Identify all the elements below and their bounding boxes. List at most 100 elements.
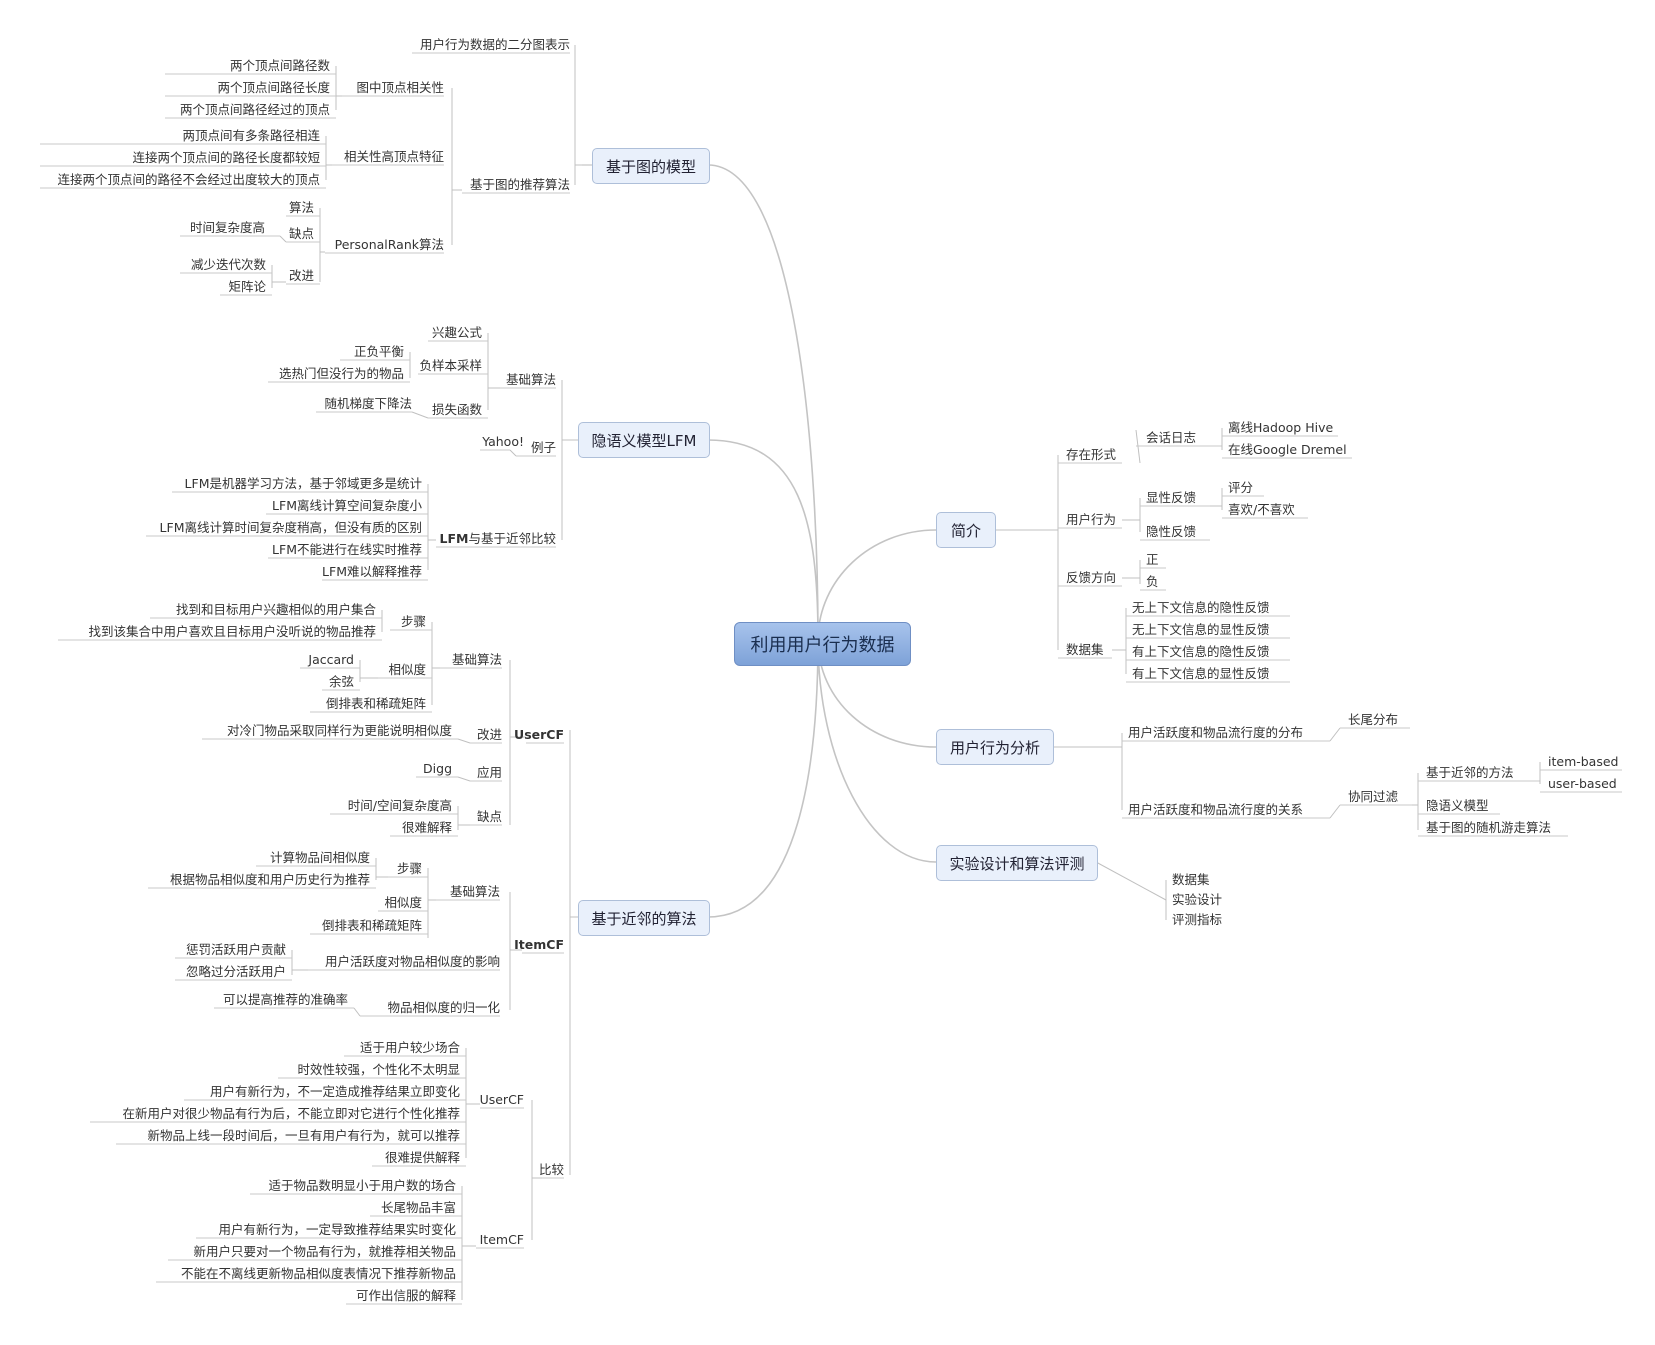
branch-neighbor[interactable]: 基于近邻的算法 [578,900,710,936]
experiment-item[interactable]: 数据集 [1172,872,1210,887]
compare-usercf[interactable]: UserCF [479,1092,524,1107]
analysis-dist-item[interactable]: 长尾分布 [1348,712,1399,727]
analysis-cf[interactable]: 协同过滤 [1348,789,1399,804]
intro-dataset[interactable]: 数据集 [1066,642,1104,657]
compare-usercf-item[interactable]: 很难提供解释 [384,1150,460,1165]
pr-cons[interactable]: 缺点 [288,226,314,241]
compare-usercf-item[interactable]: 新物品上线一段时间后，一旦有用户有行为，就可以推荐 [147,1128,460,1143]
lfm-example[interactable]: 例子 [530,440,556,455]
compare-itemcf[interactable]: ItemCF [479,1232,524,1247]
root-topic[interactable]: 利用用户行为数据 [734,622,911,666]
usercf-sim[interactable]: 相似度 [388,662,426,677]
intro-direction-item[interactable]: 正 [1146,552,1159,567]
usercf-cons-item[interactable]: 很难解释 [401,820,452,835]
usercf-apply-item[interactable]: Digg [423,761,452,776]
intro-explicit-item[interactable]: 评分 [1228,480,1254,495]
analysis-dist[interactable]: 用户活跃度和物品流行度的分布 [1128,725,1304,740]
usercf-basic[interactable]: 基础算法 [451,652,502,667]
lfm-formula[interactable]: 兴趣公式 [431,325,482,340]
analysis-randomwalk[interactable]: 基于图的随机游走算法 [1426,820,1552,835]
itemcf-basic[interactable]: 基础算法 [449,884,500,899]
pr-cons-item[interactable]: 时间复杂度高 [189,220,265,235]
intro-dataset-item[interactable]: 有上下文信息的显性反馈 [1132,666,1270,681]
compare-usercf-item[interactable]: 适于用户较少场合 [359,1040,460,1055]
itemcf-norm-item[interactable]: 可以提高推荐的准确率 [222,992,348,1007]
branch-graph-model[interactable]: 基于图的模型 [592,148,710,184]
graph-algo[interactable]: 基于图的推荐算法 [469,177,570,192]
usercf-step-item[interactable]: 找到和目标用户兴趣相似的用户集合 [175,602,376,617]
pr-improve-item[interactable]: 减少迭代次数 [190,257,266,272]
graph-relevance-item[interactable]: 两个顶点间路径长度 [217,80,330,95]
usercf-step-item[interactable]: 找到该集合中用户喜欢且目标用户没听说的物品推荐 [88,624,376,639]
lfm-neg-item[interactable]: 正负平衡 [353,344,404,359]
intro-direction-item[interactable]: 负 [1146,574,1159,589]
itemcf-inverted[interactable]: 倒排表和稀疏矩阵 [321,918,422,933]
graph-bipartite[interactable]: 用户行为数据的二分图表示 [419,37,570,52]
lfm-compare-item[interactable]: LFM离线计算空间复杂度小 [272,498,422,513]
usercf-apply[interactable]: 应用 [476,765,502,780]
itemcf-activity-item[interactable]: 惩罚活跃用户贡献 [185,942,286,957]
lfm-example-item[interactable]: Yahoo! [482,434,524,449]
graph-feature-item[interactable]: 连接两个顶点间的路径不会经过出度较大的顶点 [57,172,320,187]
compare-itemcf-item[interactable]: 适于物品数明显小于用户数的场合 [268,1178,456,1193]
graph-personalrank[interactable]: PersonalRank算法 [334,237,444,252]
graph-feature-item[interactable]: 连接两个顶点间的路径长度都较短 [132,150,320,165]
experiment-item[interactable]: 评测指标 [1172,912,1223,927]
intro-storage[interactable]: 存在形式 [1066,447,1117,462]
compare-title[interactable]: 比较 [538,1162,564,1177]
lfm-compare-item[interactable]: LFM难以解释推荐 [322,564,422,579]
intro-session[interactable]: 会话日志 [1146,430,1197,445]
itemcf-activity[interactable]: 用户活跃度对物品相似度的影响 [324,954,500,969]
analysis-rel[interactable]: 用户活跃度和物品流行度的关系 [1128,802,1304,817]
lfm-compare-item[interactable]: LFM离线计算时间复杂度稍高，但没有质的区别 [159,520,422,535]
itemcf-step-item[interactable]: 计算物品间相似度 [269,850,370,865]
usercf-steps[interactable]: 步骤 [400,614,426,629]
intro-explicit-item[interactable]: 喜欢/不喜欢 [1228,502,1295,517]
lfm-neg-item[interactable]: 选热门但没行为的物品 [278,366,404,381]
usercf-title[interactable]: UserCF [514,727,564,742]
analysis-neighbor-item[interactable]: item-based [1548,754,1619,769]
pr-improve[interactable]: 改进 [288,268,314,283]
lfm-basic[interactable]: 基础算法 [505,372,556,387]
branch-experiment[interactable]: 实验设计和算法评测 [936,845,1098,881]
graph-relevance-item[interactable]: 两个顶点间路径经过的顶点 [179,102,330,117]
intro-session-item[interactable]: 在线Google Dremel [1228,442,1347,457]
pr-algo[interactable]: 算法 [288,200,314,215]
usercf-inverted[interactable]: 倒排表和稀疏矩阵 [325,696,426,711]
compare-itemcf-item[interactable]: 用户有新行为，一定导致推荐结果实时变化 [218,1222,456,1237]
intro-session-item[interactable]: 离线Hadoop Hive [1228,420,1334,435]
pr-improve-item[interactable]: 矩阵论 [228,279,266,294]
compare-usercf-item[interactable]: 用户有新行为，不一定造成推荐结果立即变化 [209,1084,460,1099]
intro-implicit[interactable]: 隐性反馈 [1146,524,1197,539]
usercf-cons[interactable]: 缺点 [476,809,502,824]
usercf-sim-item[interactable]: 余弦 [328,674,354,689]
lfm-compare[interactable]: LFM与基于近邻比较 [440,531,556,547]
itemcf-title[interactable]: ItemCF [514,937,564,952]
itemcf-steps[interactable]: 步骤 [396,861,422,876]
usercf-improve[interactable]: 改进 [476,727,502,742]
branch-analysis[interactable]: 用户行为分析 [936,729,1054,765]
analysis-latent[interactable]: 隐语义模型 [1426,798,1489,813]
compare-itemcf-item[interactable]: 新用户只要对一个物品有行为，就推荐相关物品 [193,1244,456,1259]
itemcf-step-item[interactable]: 根据物品相似度和用户历史行为推荐 [169,872,370,887]
intro-behavior[interactable]: 用户行为 [1066,512,1117,527]
intro-direction[interactable]: 反馈方向 [1066,570,1117,585]
compare-itemcf-item[interactable]: 可作出信服的解释 [355,1288,456,1303]
graph-relevance-item[interactable]: 两个顶点间路径数 [229,58,330,73]
graph-feature[interactable]: 相关性高顶点特征 [343,149,444,164]
branch-intro[interactable]: 简介 [936,512,996,548]
lfm-compare-item[interactable]: LFM不能进行在线实时推荐 [272,542,422,557]
itemcf-norm[interactable]: 物品相似度的归一化 [387,1000,500,1015]
lfm-negative[interactable]: 负样本采样 [419,358,482,373]
intro-dataset-item[interactable]: 有上下文信息的隐性反馈 [1132,644,1270,659]
lfm-loss-item[interactable]: 随机梯度下降法 [324,396,412,411]
compare-usercf-item[interactable]: 时效性较强，个性化不太明显 [297,1062,460,1077]
usercf-sim-item[interactable]: Jaccard [308,652,354,667]
lfm-loss[interactable]: 损失函数 [431,402,482,417]
usercf-improve-item[interactable]: 对冷门物品采取同样行为更能说明相似度 [226,723,452,738]
compare-itemcf-item[interactable]: 不能在不离线更新物品相似度表情况下推荐新物品 [180,1266,456,1281]
analysis-neighbor-item[interactable]: user-based [1548,776,1617,791]
graph-feature-item[interactable]: 两顶点间有多条路径相连 [182,128,320,143]
branch-lfm[interactable]: 隐语义模型LFM [578,422,710,458]
intro-explicit[interactable]: 显性反馈 [1146,490,1197,505]
